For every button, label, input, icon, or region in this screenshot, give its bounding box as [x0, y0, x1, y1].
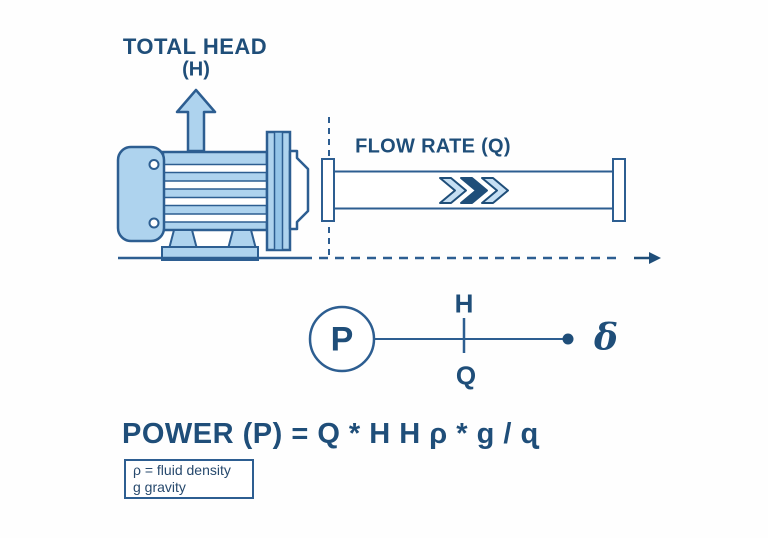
flow-chevron-3 — [481, 177, 509, 204]
legend-line-gravity: g gravity — [133, 479, 186, 495]
power-fraction-schematic — [308, 305, 574, 373]
fraction-denominator-label: Q — [455, 360, 477, 391]
pump-end-cap — [116, 145, 166, 243]
baseline-axis — [118, 252, 661, 264]
flow-chevron-2 — [460, 177, 488, 204]
legend-box: ρ = fluid density g gravity — [124, 459, 254, 499]
pump-flange-inner — [273, 131, 284, 251]
pipe-flange-left — [321, 158, 335, 222]
ground-arrowhead-icon — [649, 252, 661, 264]
pipe-flange-right — [612, 158, 626, 222]
pump-casing — [288, 149, 310, 231]
motor-fin-stripe — [162, 196, 268, 207]
motor-fin-stripe — [162, 180, 268, 190]
power-formula: POWER (P) = Q * H H ρ * g / ɋ — [122, 418, 539, 450]
line-end-dot — [562, 333, 574, 345]
flow-rate-label: FLOW RATE (Q) — [355, 135, 511, 158]
bolt-circle — [148, 217, 160, 229]
motor-fin-stripe — [162, 163, 268, 174]
fraction-numerator-label: H — [454, 288, 474, 319]
total-head-symbol: (H) — [182, 58, 210, 81]
end-glyph-label: δ — [593, 317, 619, 359]
bolt-circle — [148, 159, 160, 170]
total-head-label: TOTAL HEAD — [122, 34, 268, 59]
pipe — [321, 158, 626, 222]
flow-chevron-1 — [439, 177, 467, 204]
motor-fin-stripe — [162, 213, 268, 223]
up-arrow-icon — [175, 88, 217, 153]
legend-line-density: ρ = fluid density — [133, 462, 231, 478]
pump-icon — [116, 130, 310, 261]
pump-symbol-label: P — [330, 320, 354, 359]
